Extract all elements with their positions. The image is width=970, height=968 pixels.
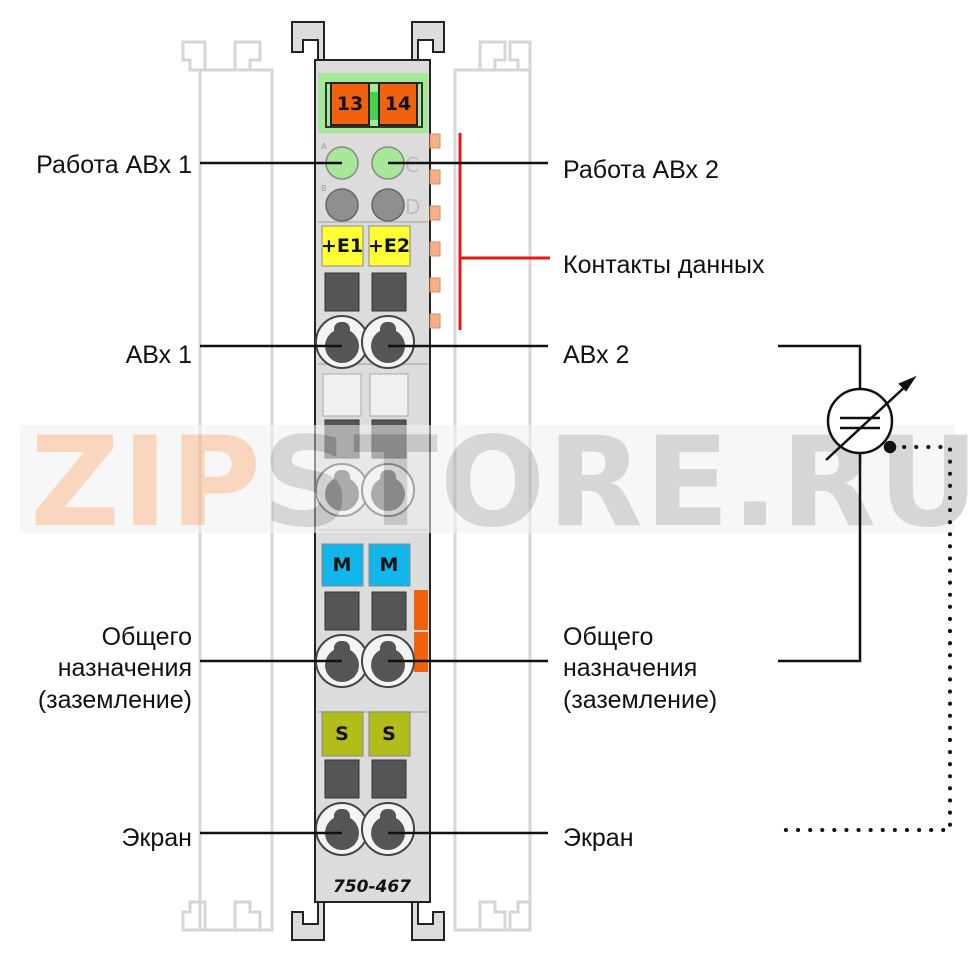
- label-input-2: АВх 2: [563, 341, 629, 369]
- watermark-zip: ZIP: [30, 411, 263, 555]
- label-data-contacts: Контакты данных: [563, 251, 765, 279]
- leader-lines: [200, 161, 548, 835]
- label-common-right-3: (заземление): [563, 686, 717, 714]
- terminal-s-left-label: S: [335, 723, 349, 745]
- model-number: 750-467: [333, 877, 411, 897]
- data-contacts-bracket: [458, 133, 550, 330]
- led-off-4: [371, 188, 405, 222]
- label-common-left-2: назначения: [58, 654, 192, 682]
- led-letter-d: D: [405, 195, 420, 219]
- terminal-14-label: 14: [385, 93, 411, 115]
- label-common-right-1: Общего: [563, 623, 653, 651]
- data-contacts: [429, 133, 441, 329]
- led-letter-c: C: [405, 153, 419, 177]
- label-shield-left: Экран: [121, 824, 192, 852]
- terminal-m-left-label: M: [333, 554, 352, 576]
- terminal-m: M M: [321, 543, 411, 587]
- watermark: ZIP STORE.RU: [20, 411, 970, 555]
- label-common-left-3: (заземление): [38, 686, 192, 714]
- led-off-3: [325, 188, 359, 222]
- terminal-13-14: 13 14: [318, 73, 428, 133]
- label-status-2: Работа АВх 2: [563, 156, 719, 184]
- label-input-1: АВх 1: [126, 341, 192, 369]
- right-labels: Работа АВх 2 Контакты данных АВх 2 Общег…: [563, 156, 765, 852]
- clamp-row-4: [315, 759, 415, 856]
- label-common-left-1: Общего: [102, 623, 192, 651]
- led-letter-b: B: [321, 184, 327, 193]
- terminal-s-right-label: S: [382, 723, 396, 745]
- blank-row: [322, 373, 409, 417]
- terminal-m-right-label: M: [380, 554, 399, 576]
- terminal-e1-label: +E1: [321, 235, 363, 257]
- label-status-1: Работа АВх 1: [36, 151, 192, 179]
- left-labels: Работа АВх 1 АВх 1 Общего назначения (за…: [36, 151, 192, 852]
- current-source-symbol: [778, 344, 917, 663]
- terminal-s: S S: [321, 711, 411, 757]
- terminal-e2-label: +E2: [368, 235, 410, 257]
- label-common-right-2: назначения: [563, 654, 697, 682]
- label-shield-right: Экран: [563, 824, 634, 852]
- terminal-13-label: 13: [337, 93, 363, 115]
- terminal-e1-e2: +E1 +E2: [321, 225, 411, 267]
- led-letter-a: A: [321, 142, 327, 151]
